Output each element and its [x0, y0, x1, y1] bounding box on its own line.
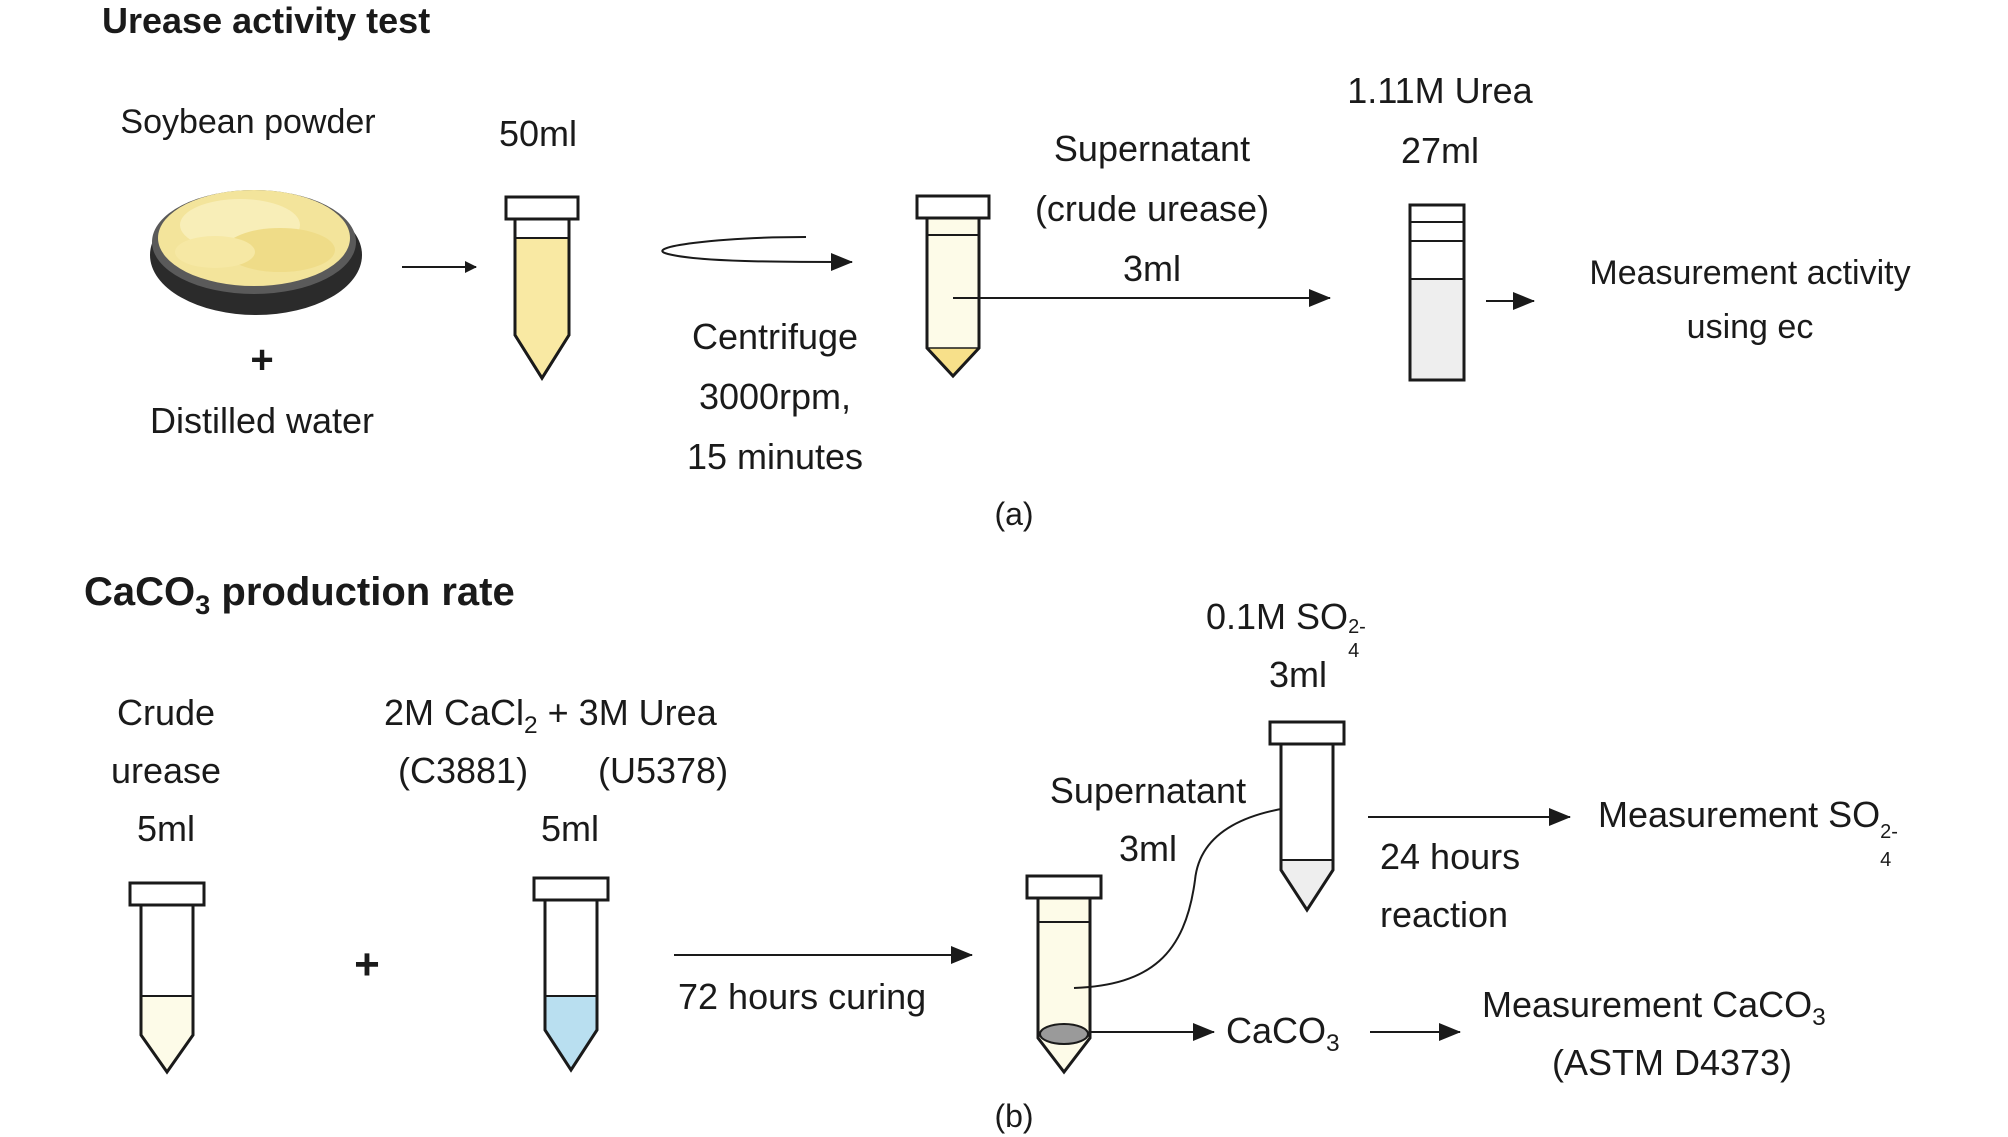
curing-label: 72 hours curing [678, 976, 927, 1017]
supernatant-b-line-1: Supernatant [1049, 770, 1247, 811]
crude-line-2: urease [110, 750, 222, 791]
supernatant-line-1: Supernatant [1053, 128, 1251, 169]
measurement-caco3-label: Measurement CaCO3 [1482, 984, 1826, 1031]
reagent-code-u5378: (U5378) [598, 750, 729, 791]
crude-line-1: Crude [116, 692, 216, 733]
centrifuge-line-1: Centrifuge [691, 316, 859, 357]
tube-urea [1408, 203, 1466, 382]
reagent-code-c3881: (C3881) [398, 750, 529, 791]
so4-volume: 3ml [1268, 654, 1328, 695]
crude-line-3: 5ml [136, 808, 196, 849]
water-label: Distilled water [149, 400, 375, 441]
tube1-volume: 50ml [498, 113, 578, 154]
supernatant-line-2: (crude urease) [1034, 188, 1270, 229]
tube-centrifuged [915, 194, 991, 379]
caco3-label: CaCO3 [1226, 1010, 1340, 1057]
panel-a-title: Urease activity test [102, 0, 431, 41]
soybean-dish-image [150, 190, 362, 315]
centrifuge-arrow [661, 236, 853, 271]
reagent-label: 2M CaCl2 + 3M Urea [384, 692, 717, 739]
tube-50ml [504, 195, 580, 381]
caption-b: (b) [994, 1098, 1034, 1134]
tube-reagent [532, 876, 610, 1073]
measurement-activity-line-2: using ec [1686, 308, 1814, 346]
panel-b-title: CaCO3 production rate [84, 570, 515, 620]
arrow-supernatant-to-so4 [1073, 797, 1313, 989]
reaction-line-2: reaction [1380, 894, 1509, 935]
centrifuge-line-2: 3000rpm, [698, 376, 852, 417]
urea-line-1: 1.11M Urea [1347, 70, 1533, 111]
astm-label: (ASTM D4373) [1551, 1042, 1793, 1083]
caption-a: (a) [994, 496, 1034, 532]
reagent-volume: 5ml [540, 808, 600, 849]
urea-line-2: 27ml [1400, 130, 1480, 171]
measurement-activity-line-1: Measurement activity [1589, 254, 1911, 292]
supernatant-line-3: 3ml [1122, 248, 1182, 289]
soybean-label: Soybean powder [120, 103, 376, 141]
plus-sign-a: + [250, 338, 274, 382]
tube-so4 [1268, 720, 1346, 913]
tube-cured [1025, 874, 1103, 1075]
plus-sign-b: + [354, 940, 380, 989]
tube-crude-urease [128, 881, 206, 1075]
centrifuge-line-3: 15 minutes [686, 436, 864, 477]
reaction-line-1: 24 hours [1380, 836, 1521, 877]
supernatant-b-line-2: 3ml [1118, 828, 1178, 869]
